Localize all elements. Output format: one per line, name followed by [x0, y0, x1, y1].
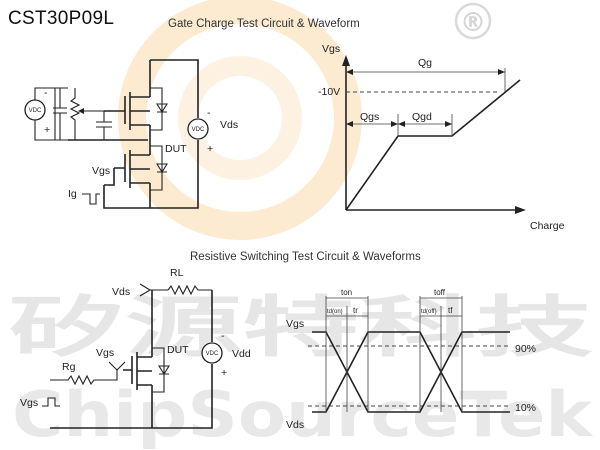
rs-vdd-source-icon — [201, 342, 223, 364]
rs-90-pct-label: 90% — [515, 343, 536, 355]
gc-qg-arrow-left-icon — [346, 69, 353, 75]
gc-vds-source-icon — [187, 118, 209, 140]
rs-td-off-label: td(off) — [421, 309, 437, 315]
gc-potentiometer — [69, 88, 90, 140]
rs-10-pct-label: 10% — [515, 402, 536, 414]
resistive-switching-waveform: Vgs Vds 90% 10% ton toff td(on) tr td(of… — [286, 288, 536, 431]
gc-y-axis-label: Vgs — [322, 43, 340, 55]
rs-wave-vds-label: Vds — [286, 419, 304, 431]
part-number: CST30P09L — [8, 8, 115, 29]
gc-upper-mosfet — [104, 60, 151, 150]
rs-drain-wire — [50, 290, 213, 429]
gate-charge-title: Gate Charge Test Circuit & Waveform — [168, 18, 360, 30]
gc-qg-arrow-right-icon — [498, 69, 505, 75]
gc-qgd-arrow-left-icon — [398, 121, 405, 127]
gc-qg-dimension — [346, 68, 506, 92]
rs-vds-waveform — [312, 331, 510, 413]
gc-ig-wire — [103, 168, 148, 209]
rs-wave-vgs-label: Vgs — [286, 318, 304, 330]
gc-qgd-arrow-right-icon — [445, 121, 452, 127]
rs-vgs-waveform — [312, 331, 510, 413]
rs-vgs-pulse-label: Vgs — [20, 397, 38, 409]
gc-dut-body-diode-icon — [150, 145, 168, 191]
gc-qgs-arrow-right-icon — [391, 121, 398, 127]
rs-vds-label: Vds — [112, 286, 130, 298]
resistive-switching-title: Resistive Switching Test Circuit & Wavef… — [190, 251, 421, 263]
gc-qg-label: Qg — [418, 57, 432, 69]
rs-vdd-minus: - — [221, 330, 225, 342]
gc-dut-mosfet — [114, 150, 151, 208]
watermark-logo-ring — [118, 0, 362, 240]
gc-level-label: -10V — [318, 86, 340, 98]
gc-source-minus: - — [44, 87, 48, 99]
rs-dut-label: DUT — [167, 344, 189, 356]
registered-mark: ® — [460, 8, 486, 38]
gc-qgd-label: Qgd — [412, 111, 432, 123]
rs-vds-terminal-icon — [139, 283, 168, 297]
rs-timing-verticals — [325, 296, 463, 412]
gc-vgs-label: Vgs — [92, 165, 110, 177]
watermark: ® 矽源特科技 ChipSourceTek — [8, 0, 594, 450]
gc-pot-arrow-icon — [78, 108, 84, 114]
rs-vgs-label: Vgs — [96, 347, 114, 359]
gc-ig-label: Ig — [68, 188, 77, 200]
rs-tr-label: tr — [353, 306, 358, 315]
gc-upper-body-diode-icon — [150, 87, 168, 131]
gc-ig-pulse-icon — [82, 193, 100, 205]
gc-y-axis-arrow-icon — [342, 55, 350, 66]
gate-charge-waveform: Vgs Charge -10V Qg Qgs Qgd — [318, 43, 565, 232]
rs-toff-label: toff — [434, 288, 446, 297]
gc-bias-capacitor — [53, 88, 67, 140]
gc-gate-charge-curve — [345, 79, 521, 211]
rs-vgs-pulse-icon — [42, 397, 60, 407]
rs-vdd-source-label: VDC — [206, 351, 219, 357]
gc-vdc-label: VDC — [29, 108, 42, 114]
rs-tf-label: tf — [448, 306, 453, 315]
watermark-logo-core — [178, 56, 302, 180]
gc-dut-label: DUT — [165, 143, 187, 155]
gc-vds-label: Vds — [220, 119, 238, 131]
gc-vds-minus: - — [207, 107, 211, 119]
rs-dut-body-diode-icon — [152, 347, 170, 393]
rs-gate-resistor — [50, 370, 118, 386]
rs-vdd-label: Vdd — [232, 348, 251, 360]
rs-rg-label: Rg — [62, 361, 76, 373]
gc-qgs-arrow-left-icon — [346, 121, 353, 127]
registered-mark-ring — [454, 2, 492, 40]
gate-charge-circuit: VDC - + VDC - + Vds DUT Vgs Ig — [24, 59, 238, 209]
rs-load-resistor — [167, 284, 212, 296]
resistive-switching-circuit: Vds RL VDC - + Vdd DUT Vgs Rg Vgs — [20, 267, 251, 429]
gc-vds-plus: + — [207, 143, 213, 155]
rs-td-on-label: td(on) — [327, 309, 343, 315]
gc-source-wires — [34, 87, 68, 141]
rs-ton-label: ton — [341, 288, 352, 297]
rs-vdd-plus: + — [221, 367, 227, 379]
gc-qgs-label: Qgs — [360, 111, 379, 123]
gc-x-axis-label: Charge — [530, 220, 565, 232]
watermark-english: ChipSourceTek — [12, 378, 594, 450]
gc-drain-rail — [148, 59, 199, 209]
gc-source-plus: + — [44, 124, 50, 136]
rs-rl-label: RL — [170, 267, 184, 279]
gc-vds-source-label: VDC — [192, 127, 205, 133]
gc-x-axis-arrow-icon — [515, 206, 526, 214]
gc-decoupling-capacitor — [90, 110, 112, 140]
watermark-chinese: 矽源特科技 — [8, 289, 593, 366]
